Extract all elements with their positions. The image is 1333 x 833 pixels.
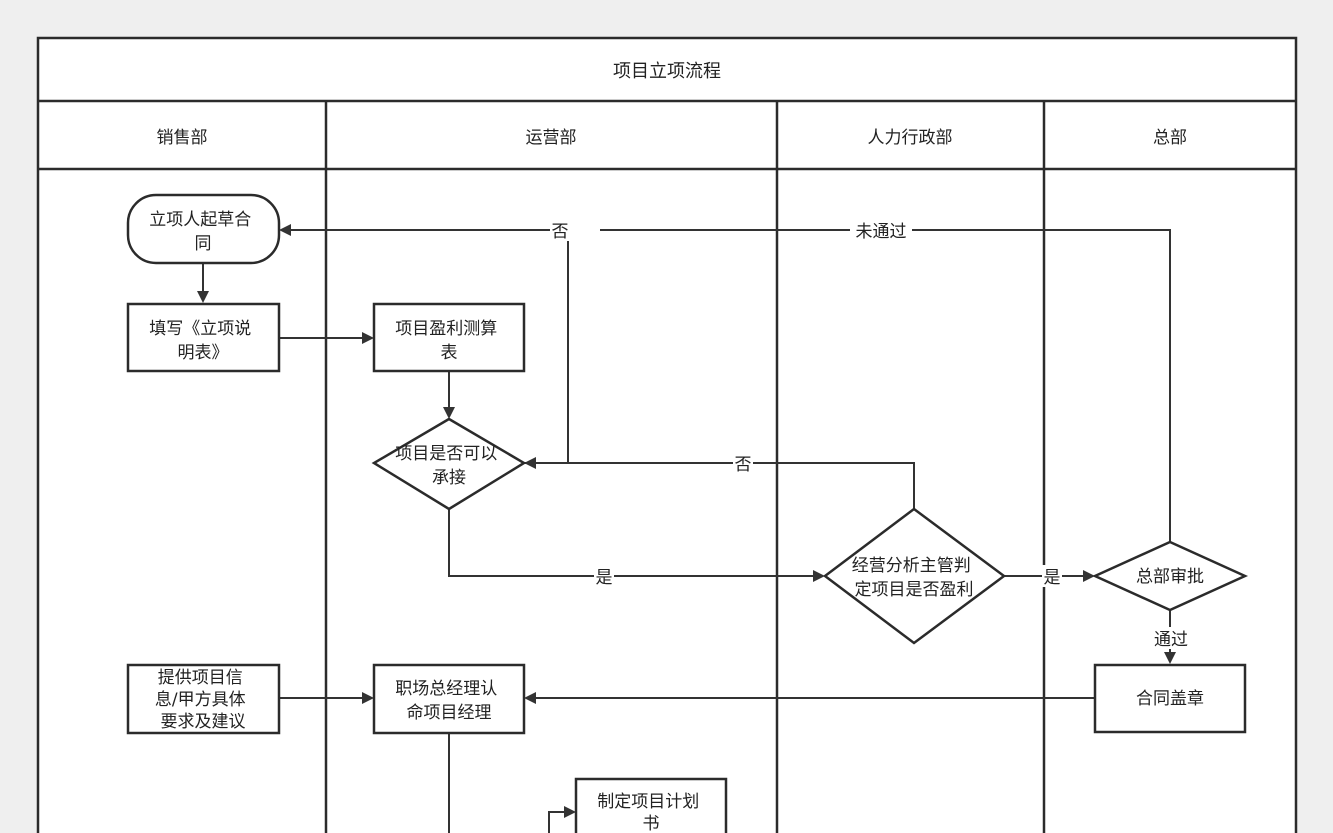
node-text-line: 职场总经理认 <box>395 679 497 699</box>
node-can-accept-decision[interactable]: 项目是否可以 承接 <box>371 417 527 511</box>
node-text-line: 明表》 <box>178 343 229 363</box>
node-text-line: 立项人起草合 <box>149 210 251 230</box>
node-text-line: 定项目是否盈利 <box>855 580 974 600</box>
lane-header-headquarters: 总部 <box>1153 128 1187 148</box>
edge-label-yes-hq: 是 <box>1044 568 1061 588</box>
svg-text:提供项目信 息/甲方具体 要求及建议: 提供项目信 息/甲方具体 要求及建议 <box>155 668 251 732</box>
node-text-line: 项目盈利测算 <box>395 319 497 339</box>
node-text-line: 书 <box>643 814 660 833</box>
svg-text:项目盈利测算 表: 项目盈利测算 表 <box>395 319 502 363</box>
node-text-line: 合同盖章 <box>1136 689 1204 709</box>
lane-header-sales: 销售部 <box>157 128 208 148</box>
svg-text:项目是否可以 承接: 项目是否可以 承接 <box>395 444 502 488</box>
node-text-line: 填写《立项说 <box>149 319 251 339</box>
node-text-line: 表 <box>441 343 458 363</box>
node-hq-approve-decision[interactable]: 总部审批 <box>1091 540 1249 612</box>
node-text-line: 承接 <box>432 468 466 488</box>
node-text-line: 制定项目计划 <box>597 792 699 812</box>
lane-header-operations: 运营部 <box>526 128 577 148</box>
edge-label-no-ops: 否 <box>735 455 752 475</box>
edge-label-not-passed: 未通过 <box>856 222 907 242</box>
edge-to-plan <box>548 806 576 833</box>
edge-label-bg <box>733 452 753 474</box>
node-contract-seal[interactable]: 合同盖章 <box>1093 663 1247 734</box>
svg-text:经营分析主管判 定项目是否盈利: 经营分析主管判 定项目是否盈利 <box>852 556 976 600</box>
edge-label-bg <box>594 565 614 587</box>
node-profit-calc[interactable]: 项目盈利测算 表 <box>372 302 526 373</box>
edge-label-bg <box>850 219 912 241</box>
edge-label-bg <box>1150 627 1192 649</box>
edge-hq-not-passed <box>600 229 1171 542</box>
node-text-line: 要求及建议 <box>161 712 246 732</box>
node-draft-contract[interactable]: 立项人起草合 同 <box>126 193 281 265</box>
node-appoint-pm[interactable]: 职场总经理认 命项目经理 <box>372 663 526 735</box>
node-text-line: 提供项目信 <box>158 668 243 688</box>
node-text-line: 项目是否可以 <box>395 444 497 464</box>
node-text-line: 同 <box>195 234 212 254</box>
node-provide-info[interactable]: 提供项目信 息/甲方具体 要求及建议 <box>126 663 281 735</box>
edge-decision-yes <box>448 509 825 582</box>
node-text-line: 经营分析主管判 <box>852 556 971 576</box>
svg-text:填写《立项说 明表》: 填写《立项说 明表》 <box>149 319 256 363</box>
pool-title: 项目立项流程 <box>613 61 721 82</box>
node-ops-judge-decision[interactable]: 经营分析主管判 定项目是否盈利 <box>822 507 1007 645</box>
edge-label-passed: 通过 <box>1154 630 1188 650</box>
edge-label-yes-ops: 是 <box>596 568 613 588</box>
svg-text:制定项目计划 书: 制定项目计划 书 <box>597 792 704 833</box>
edge-label-bg <box>1042 565 1062 587</box>
node-text-line: 命项目经理 <box>407 703 492 723</box>
edge-ops-no <box>524 457 915 509</box>
edge-label-no-draft: 否 <box>552 222 569 242</box>
svg-text:立项人起草合 同: 立项人起草合 同 <box>149 210 256 254</box>
svg-text:职场总经理认 命项目经理: 职场总经理认 命项目经理 <box>395 679 502 723</box>
lane-header-hr-admin: 人力行政部 <box>868 128 953 148</box>
node-text-line: 息/甲方具体 <box>155 690 246 710</box>
node-make-plan[interactable]: 制定项目计划 书 <box>574 777 728 833</box>
node-fill-form[interactable]: 填写《立项说 明表》 <box>126 302 281 373</box>
node-text-line: 总部审批 <box>1136 567 1204 587</box>
edge-label-bg <box>550 219 570 241</box>
